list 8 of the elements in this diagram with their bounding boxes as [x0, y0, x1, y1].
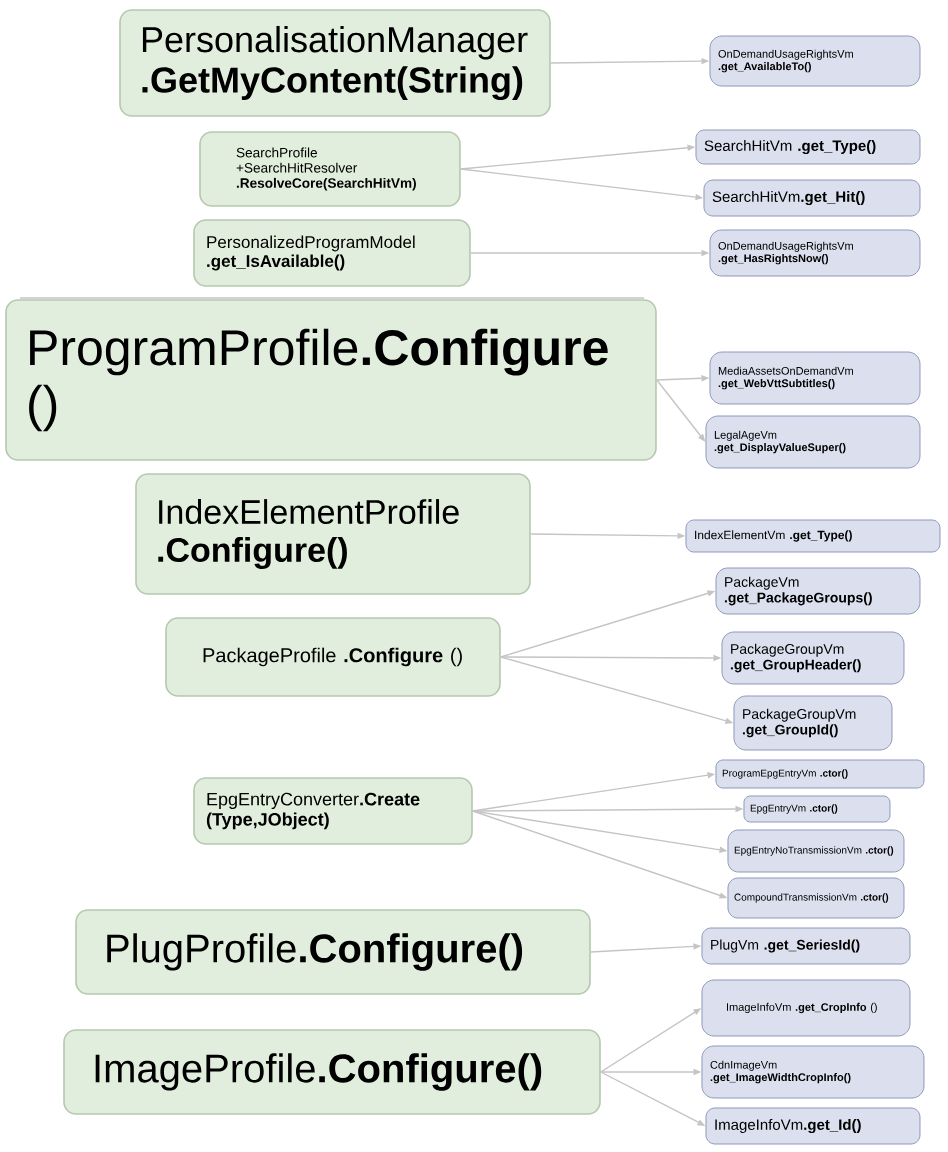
process-box: EpgEntryConverter.Create (Type,JObject) — [193, 777, 473, 845]
process-box: PlugProfile.Configure() — [75, 909, 591, 995]
process-box: ImageProfile.Configure() — [63, 1029, 601, 1115]
process-box: ProgramProfile.Configure () — [5, 299, 657, 461]
process-box: PersonalizedProgramModel .get_IsAvailable() — [193, 219, 471, 287]
process-box: PackageProfile .Configure () — [165, 617, 501, 697]
process-box: PersonalisationManager .GetMyContent(String) — [119, 9, 551, 117]
process-box: IndexElementProfile .Configure() — [135, 473, 531, 595]
